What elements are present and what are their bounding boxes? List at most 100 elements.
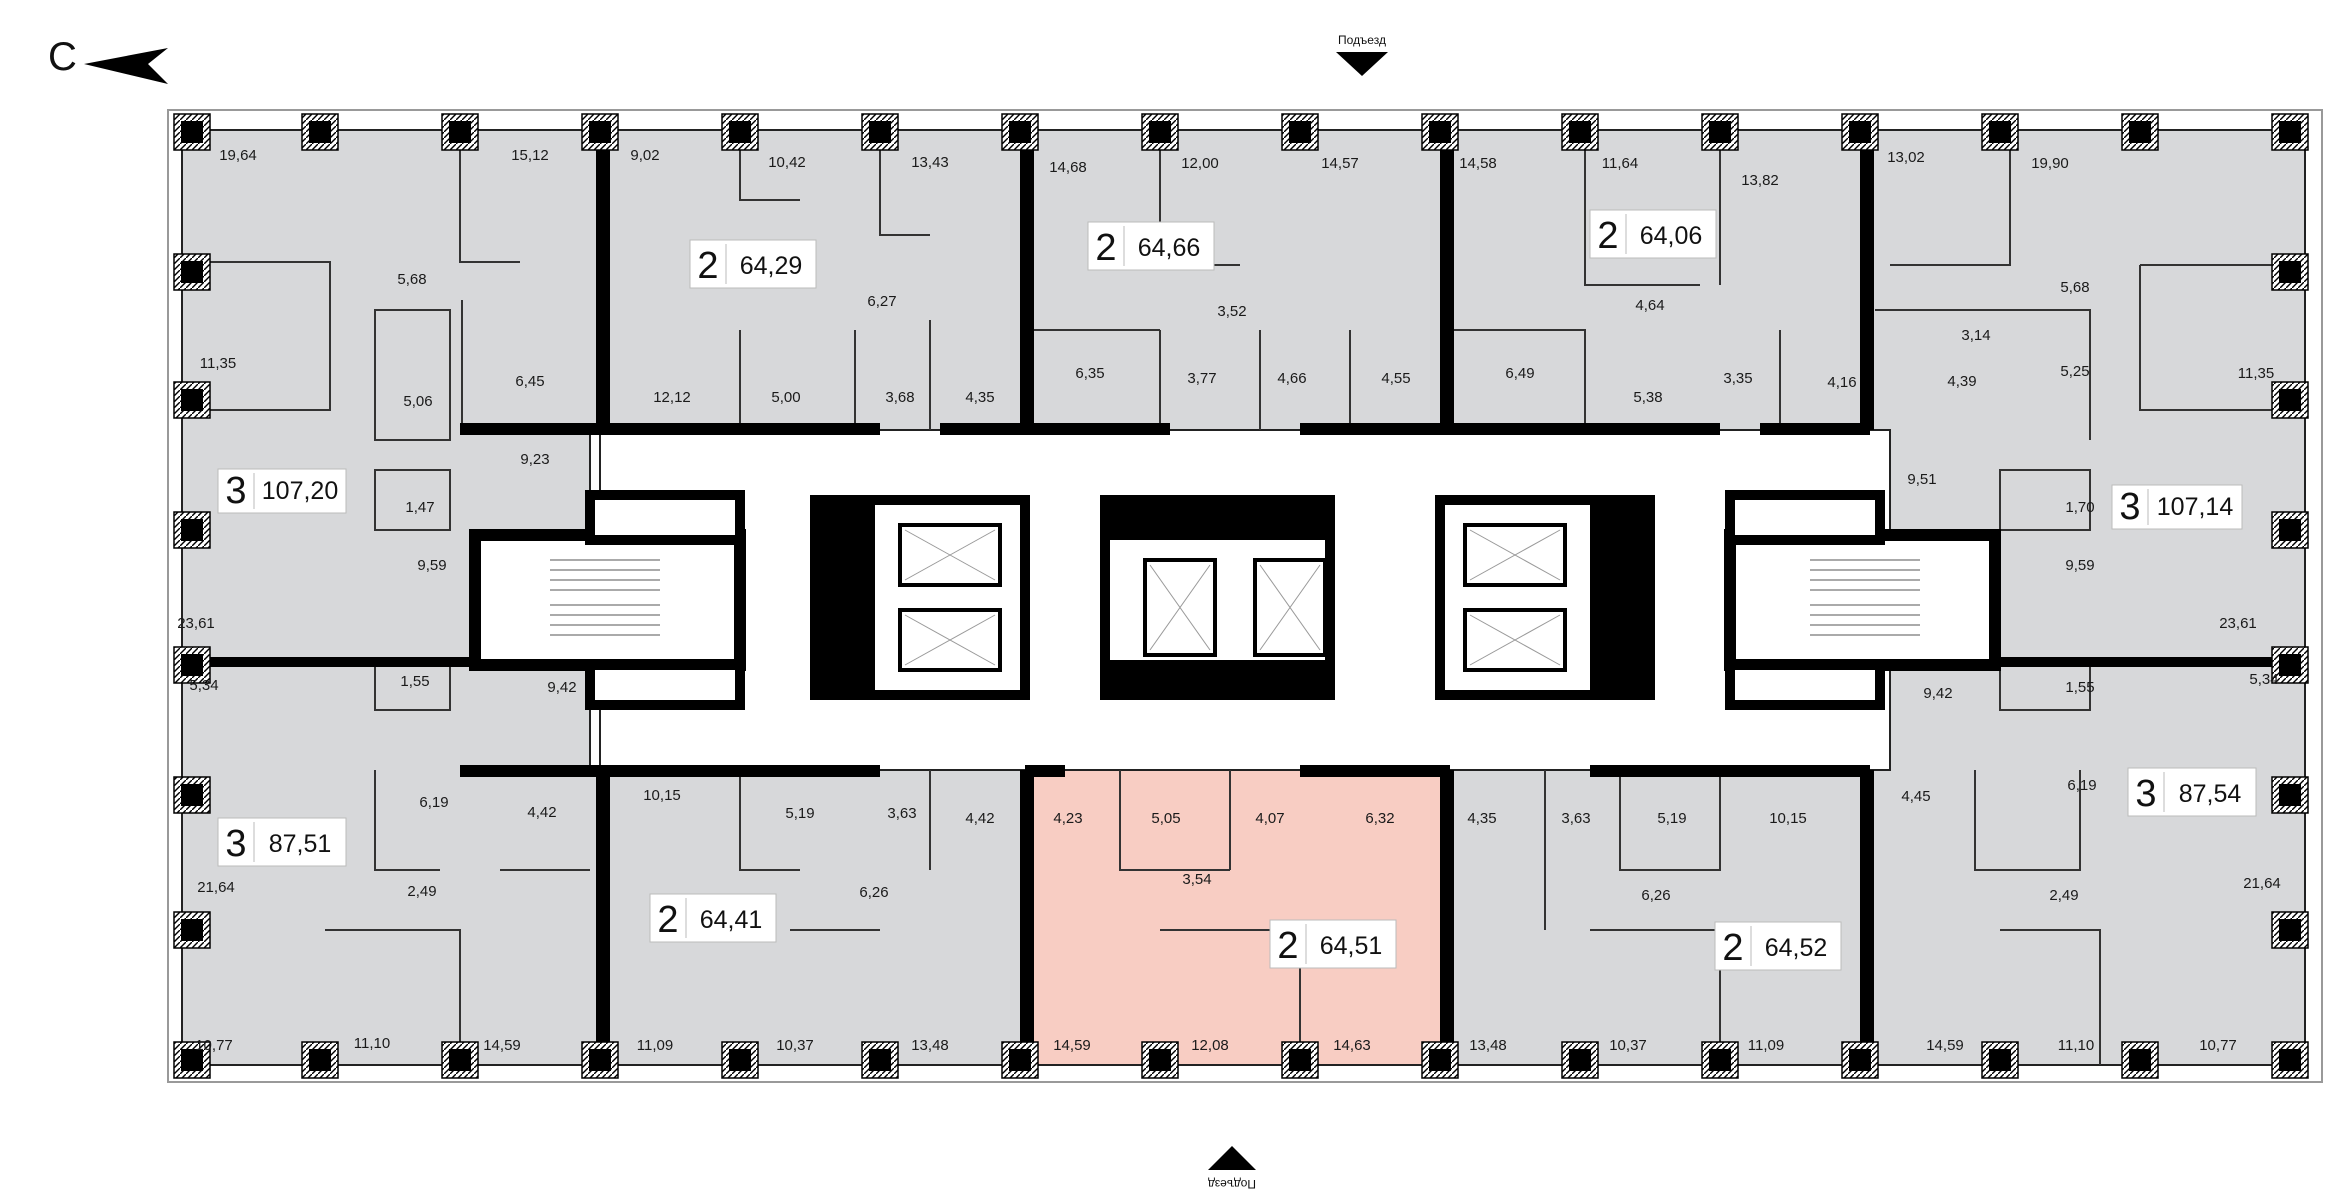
column [2271,381,2309,419]
room-area-label: 4,64 [1635,297,1664,314]
room-area-label: 3,52 [1217,303,1246,320]
room-area-label: 4,55 [1381,370,1410,387]
room-area-label: 21,64 [2243,875,2281,892]
room-area-label: 10,77 [2199,1037,2237,1054]
column [173,511,211,549]
room-area-label: 9,42 [1923,685,1952,702]
column [581,113,619,151]
room-count: 3 [2135,773,2156,815]
apartment-area: 87,54 [2179,780,2242,808]
column [2121,113,2159,151]
room-area-label: 3,54 [1182,871,1211,888]
column [173,911,211,949]
room-area-label: 4,42 [527,804,556,821]
column [1981,113,2019,151]
column [2271,253,2309,291]
column [1701,1041,1739,1079]
apartment-2-64-06[interactable] [1444,129,1866,431]
apartment-area: 87,51 [269,830,332,858]
column [2271,911,2309,949]
column [2271,776,2309,814]
room-area-label: 9,51 [1907,471,1936,488]
room-area-label: 10,42 [768,154,806,171]
room-area-label: 3,63 [887,805,916,822]
room-area-label: 9,42 [547,679,576,696]
room-area-label: 3,63 [1561,810,1590,827]
column [1981,1041,2019,1079]
room-area-label: 5,19 [785,805,814,822]
room-area-label: 2,49 [407,883,436,900]
apartment-area: 64,51 [1320,932,1383,960]
core [469,490,2001,710]
column [1841,1041,1879,1079]
apartment-2-64-51[interactable] [1024,769,1446,1066]
room-count: 2 [697,245,718,287]
room-area-label: 4,07 [1255,810,1284,827]
room-area-label: 10,37 [1609,1037,1647,1054]
room-area-label: 11,10 [354,1035,390,1052]
label-box [1087,221,1215,271]
room-area-label: 4,45 [1901,788,1930,805]
room-count: 2 [657,899,678,941]
room-area-label: 6,45 [515,373,544,390]
room-area-label: 4,35 [965,389,994,406]
column [1141,1041,1179,1079]
room-area-label: 14,58 [1459,155,1497,172]
column [2271,511,2309,549]
room-area-label: 1,55 [2065,679,2094,696]
apartment-3-87-54[interactable] [1864,664,2306,1066]
column [1001,113,1039,151]
room-area-label: 21,64 [197,879,235,896]
compass: С [48,35,168,84]
room-area-label: 6,19 [2067,777,2096,794]
room-area-label: 9,02 [630,147,659,164]
column [721,1041,759,1079]
column [1561,113,1599,151]
column [1001,1041,1039,1079]
column [301,113,339,151]
room-count: 3 [225,823,246,865]
room-area-label: 6,19 [419,794,448,811]
room-area-label: 13,43 [911,154,949,171]
room-area-label: 4,66 [1277,370,1306,387]
apartment-area: 64,41 [700,906,763,934]
apartment-area: 107,20 [262,477,338,505]
entrance-top-label: Подъезд [1338,33,1386,47]
column [441,1041,479,1079]
room-area-label: 13,48 [1469,1037,1507,1054]
room-area-label: 12,08 [1191,1037,1229,1054]
room-area-label: 15,12 [511,147,549,164]
load-bearing-walls [182,130,2305,1065]
column [173,381,211,419]
column [1141,113,1179,151]
room-area-label: 1,70 [2065,499,2094,516]
label-box [1714,921,1842,971]
room-area-label: 5,00 [771,389,800,406]
entrance-top: Подъезд [1336,33,1388,76]
room-count: 2 [1722,927,1743,969]
room-area-label: 3,68 [885,389,914,406]
label-box [217,817,347,867]
room-area-label: 6,32 [1365,810,1394,827]
room-area-label: 11,10 [2058,1037,2094,1054]
room-area-label: 5,38 [1633,389,1662,406]
room-area-label: 9,59 [2065,557,2094,574]
room-area-label: 14,57 [1321,155,1359,172]
room-area-label: 3,35 [1723,370,1752,387]
room-area-label: 19,64 [219,147,257,164]
column [1281,113,1319,151]
room-count: 2 [1277,925,1298,967]
room-area-label: 6,35 [1075,365,1104,382]
room-area-label: 14,59 [1926,1037,1964,1054]
